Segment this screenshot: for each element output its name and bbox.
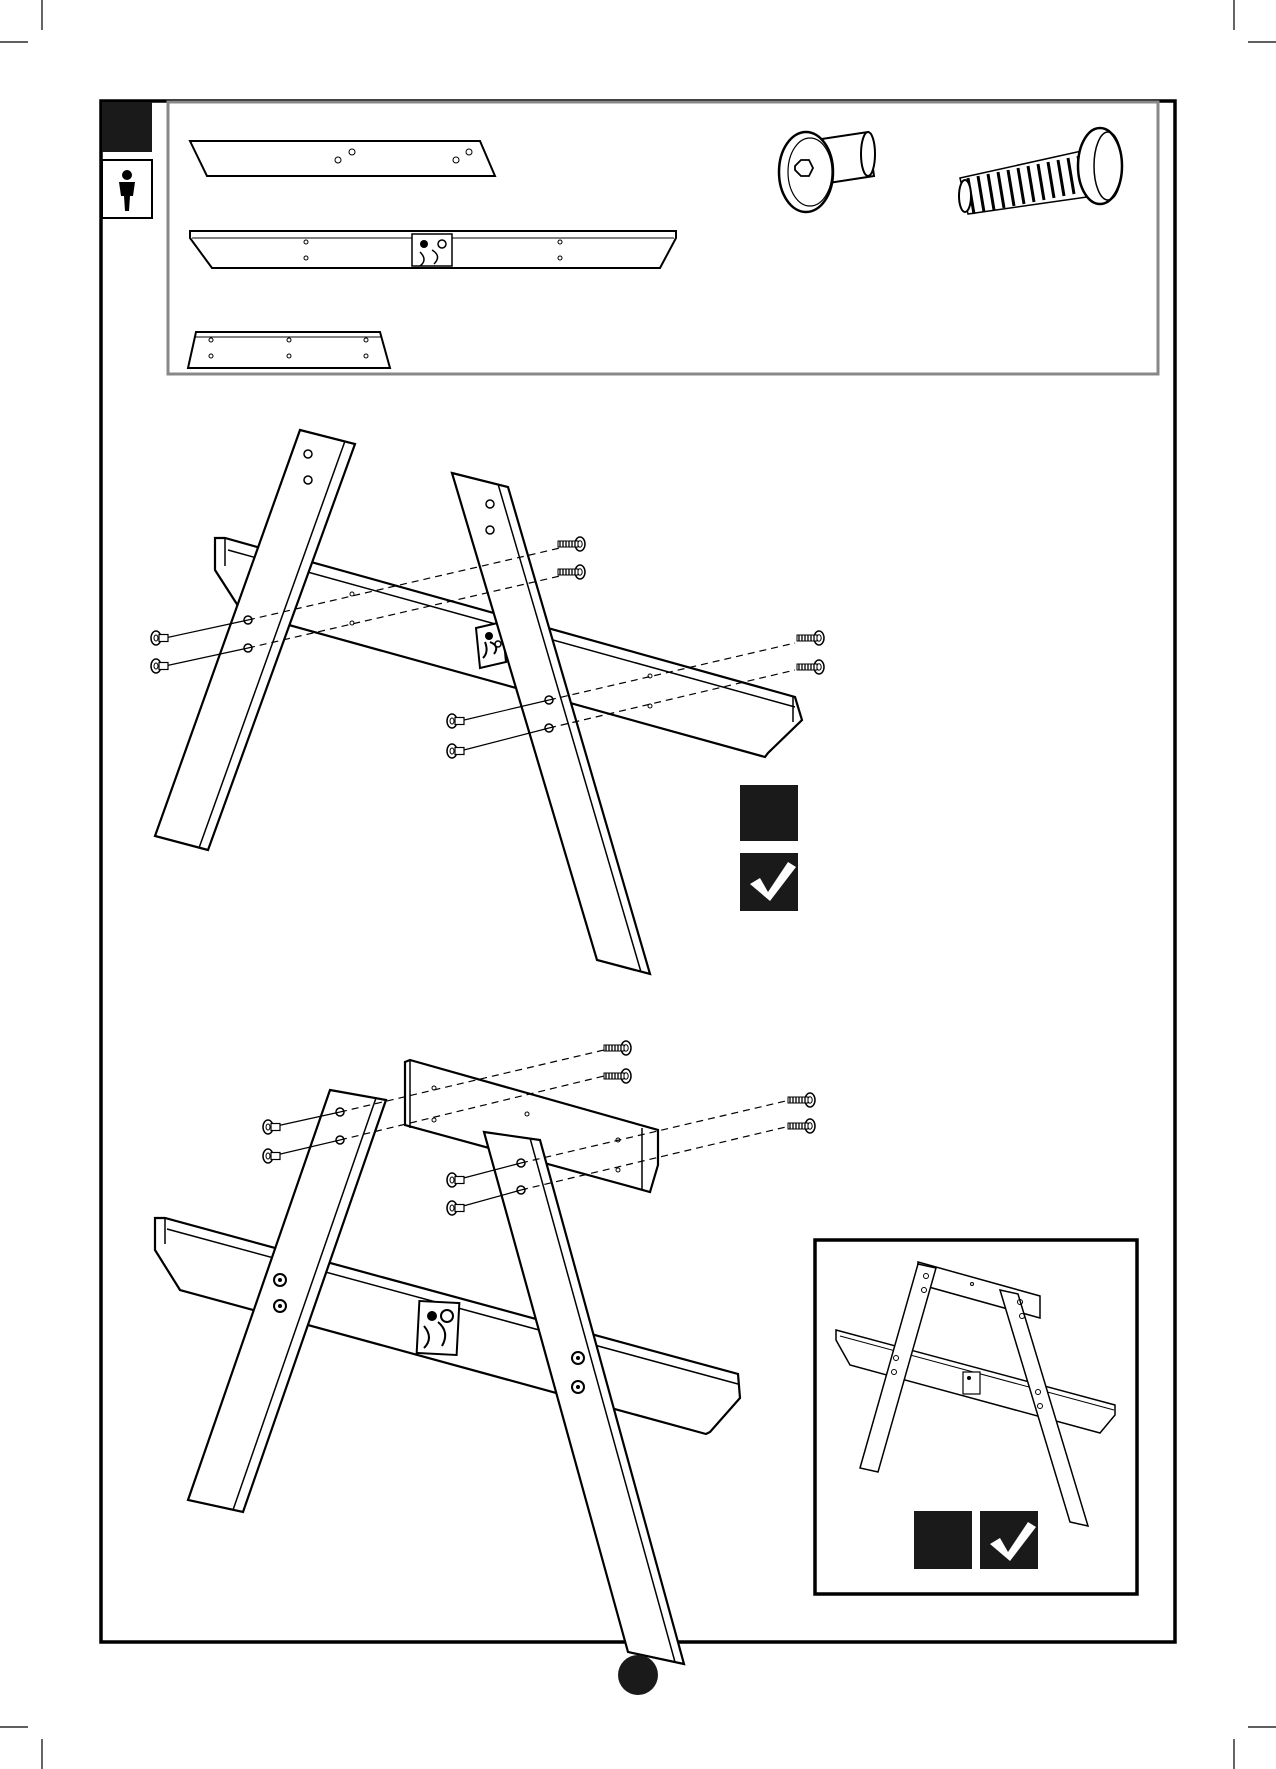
stage-1-check-box <box>740 853 798 911</box>
part-short-brace-board <box>188 332 390 368</box>
step-badge <box>102 102 152 152</box>
stage-2-step-badge <box>914 1511 972 1569</box>
part-hex-bolt <box>959 128 1122 214</box>
part-long-leg-plank <box>190 141 495 176</box>
part-crossbar-with-bracket <box>190 231 676 268</box>
stage-1-assembly <box>151 430 824 974</box>
page-number-badge <box>618 1655 658 1695</box>
stage-1-step-badge <box>740 785 798 841</box>
stage-2-check-box <box>980 1511 1038 1569</box>
stage-2-assembly <box>155 1041 815 1664</box>
part-barrel-nut <box>779 132 875 212</box>
